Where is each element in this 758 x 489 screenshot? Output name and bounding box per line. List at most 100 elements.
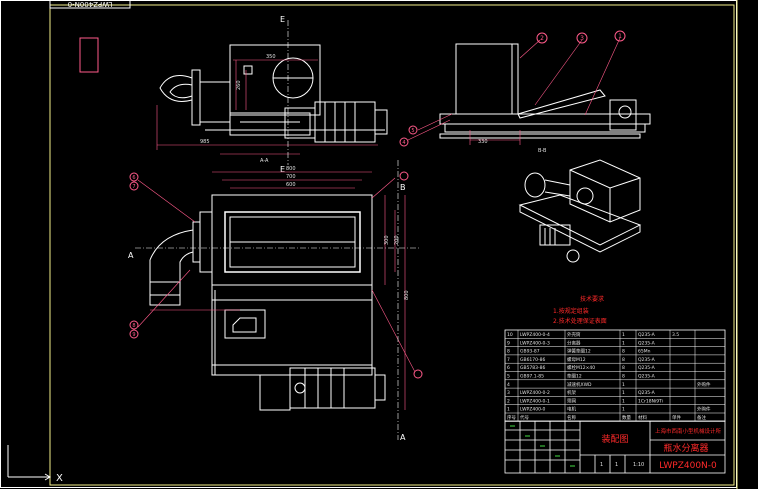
top-view bbox=[159, 44, 388, 143]
bom-cell: 螺栓M12×40 bbox=[567, 364, 595, 371]
dim-front-800: 800 bbox=[286, 166, 296, 172]
balloon-front-right-bottom bbox=[413, 369, 423, 379]
bom-cell: Q235-A bbox=[638, 340, 656, 346]
section-mark-A-left: A bbox=[128, 251, 134, 260]
top-view-dims bbox=[156, 59, 378, 155]
dim-side-330: 330 bbox=[478, 139, 488, 145]
balloon-9: 9 bbox=[129, 329, 139, 339]
ucs-axis-icon bbox=[7, 445, 51, 481]
bom-header-cell: 单件 bbox=[672, 414, 681, 421]
bom-cell: 1 bbox=[622, 382, 625, 388]
bom-cell: Q235-A bbox=[638, 374, 656, 380]
section-mark-B-top: B bbox=[400, 183, 406, 192]
view-label-side: B-B bbox=[538, 148, 547, 154]
bom-cell: 8 bbox=[507, 349, 510, 355]
bom-header-cell: 序号 bbox=[507, 414, 516, 421]
bom-cell: 9 bbox=[507, 340, 510, 346]
bom-cell: 1 bbox=[622, 332, 625, 338]
bom-cell: 分离器 bbox=[567, 339, 581, 346]
svg-text:7: 7 bbox=[132, 184, 135, 190]
dim-top-985: 985 bbox=[200, 139, 210, 145]
bom-header-cell: 代号 bbox=[520, 414, 529, 421]
bom-cell: 螺母M12 bbox=[567, 356, 586, 363]
svg-text:5: 5 bbox=[411, 128, 414, 134]
bom-cell: 电机 bbox=[567, 406, 576, 413]
section-mark-A-bottom: A bbox=[400, 433, 406, 442]
title-block-school: 上海市西南小型机械设计所 bbox=[655, 427, 722, 435]
svg-text:6: 6 bbox=[132, 175, 135, 181]
balloon-8: 8 bbox=[129, 320, 139, 330]
svg-text:9: 9 bbox=[132, 332, 135, 338]
bom-cell: 垫圈12 bbox=[567, 373, 582, 380]
bom-cell: 1 bbox=[622, 340, 625, 346]
bom-cell: 8 bbox=[622, 374, 625, 380]
outer-frame bbox=[0, 0, 737, 488]
bom-cell: GB6170-86 bbox=[520, 357, 546, 363]
title-block bbox=[504, 420, 726, 474]
svg-text:4: 4 bbox=[402, 140, 405, 146]
bom-cell: 6 bbox=[507, 365, 510, 371]
bom-cell: 8 bbox=[622, 357, 625, 363]
isometric-view bbox=[518, 159, 642, 263]
dim-front-200: 200 bbox=[394, 235, 400, 245]
tech-req-title: 技术要求 bbox=[580, 295, 604, 303]
side-view-dims bbox=[469, 130, 521, 145]
title-block-drawing-number: LWPZ400N-0 bbox=[659, 461, 717, 471]
title-block-sheets: 1 bbox=[615, 462, 618, 468]
svg-text:2: 2 bbox=[540, 35, 544, 42]
tech-req-item-1: 1.按规定组装 bbox=[553, 307, 589, 315]
bom-cell: 弹簧垫圈12 bbox=[567, 348, 591, 355]
tech-req-item-2: 2.技术处理保证表面 bbox=[553, 317, 607, 325]
dim-front-600: 600 bbox=[286, 182, 296, 188]
svg-text:1: 1 bbox=[618, 33, 622, 40]
bom-cell: 3 bbox=[507, 390, 510, 396]
bom-cell: LWPZ400-0 bbox=[520, 407, 546, 413]
bom-cell: 机架 bbox=[567, 389, 576, 396]
side-view bbox=[439, 43, 651, 139]
bom-cell: 5 bbox=[507, 374, 510, 380]
bom-cell: 减速机XWD bbox=[567, 381, 592, 388]
bom-cell: 7 bbox=[507, 357, 510, 363]
rotated-code-box bbox=[49, 0, 131, 9]
front-view bbox=[149, 194, 386, 411]
balloon-1: 1 bbox=[614, 30, 626, 42]
dim-front-700: 700 bbox=[286, 174, 296, 180]
bom-cell: GB97.1-85 bbox=[520, 374, 544, 380]
dim-front-300: 300 bbox=[384, 235, 390, 245]
bom-cell: 1 bbox=[507, 407, 510, 413]
rotated-code-text: LWPZ400N-0 bbox=[68, 0, 113, 8]
bom-cell: 8 bbox=[622, 349, 625, 355]
bom-cell: Q235-A bbox=[638, 365, 656, 371]
balloon-6: 6 bbox=[129, 172, 139, 182]
leaders-top bbox=[407, 37, 621, 141]
title-block-drawing-type: 装配图 bbox=[601, 433, 628, 445]
bom-cell: Q235-A bbox=[638, 332, 656, 338]
bom-cell: 1 bbox=[622, 390, 625, 396]
bom-cell: 1 bbox=[622, 407, 625, 413]
title-block-sheet: 1 bbox=[600, 462, 603, 468]
dim-top-350: 350 bbox=[266, 54, 276, 60]
bom-cell: LWPZ400-0-4 bbox=[520, 332, 550, 338]
dim-top-260: 260 bbox=[236, 80, 242, 90]
svg-text:3: 3 bbox=[580, 35, 584, 42]
pink-stamp-box bbox=[79, 37, 99, 73]
title-block-product-name: 瓶水分离器 bbox=[663, 442, 708, 454]
bom-cell: Q235-A bbox=[638, 390, 656, 396]
bom-cell: Q235-A bbox=[638, 357, 656, 363]
dim-right-800: 800 bbox=[404, 290, 410, 300]
bom-header-cell: 备注 bbox=[697, 414, 706, 421]
bom-header-cell: 数量 bbox=[622, 414, 631, 421]
bom-cell: 8 bbox=[622, 365, 625, 371]
inner-border bbox=[49, 4, 735, 486]
bom-cell: GB93-87 bbox=[520, 349, 540, 355]
ucs-axis-x-label: X bbox=[56, 473, 63, 484]
bom-cell: LWPZ400-0-3 bbox=[520, 340, 550, 346]
svg-text:8: 8 bbox=[132, 323, 135, 329]
bom-cell: 筛网 bbox=[567, 397, 576, 404]
bom-cell: GB5783-86 bbox=[520, 365, 546, 371]
section-mark-E-bottom: E bbox=[280, 165, 285, 174]
balloon-7: 7 bbox=[129, 181, 139, 191]
bom-cell: LWPZ400-0-2 bbox=[520, 390, 550, 396]
